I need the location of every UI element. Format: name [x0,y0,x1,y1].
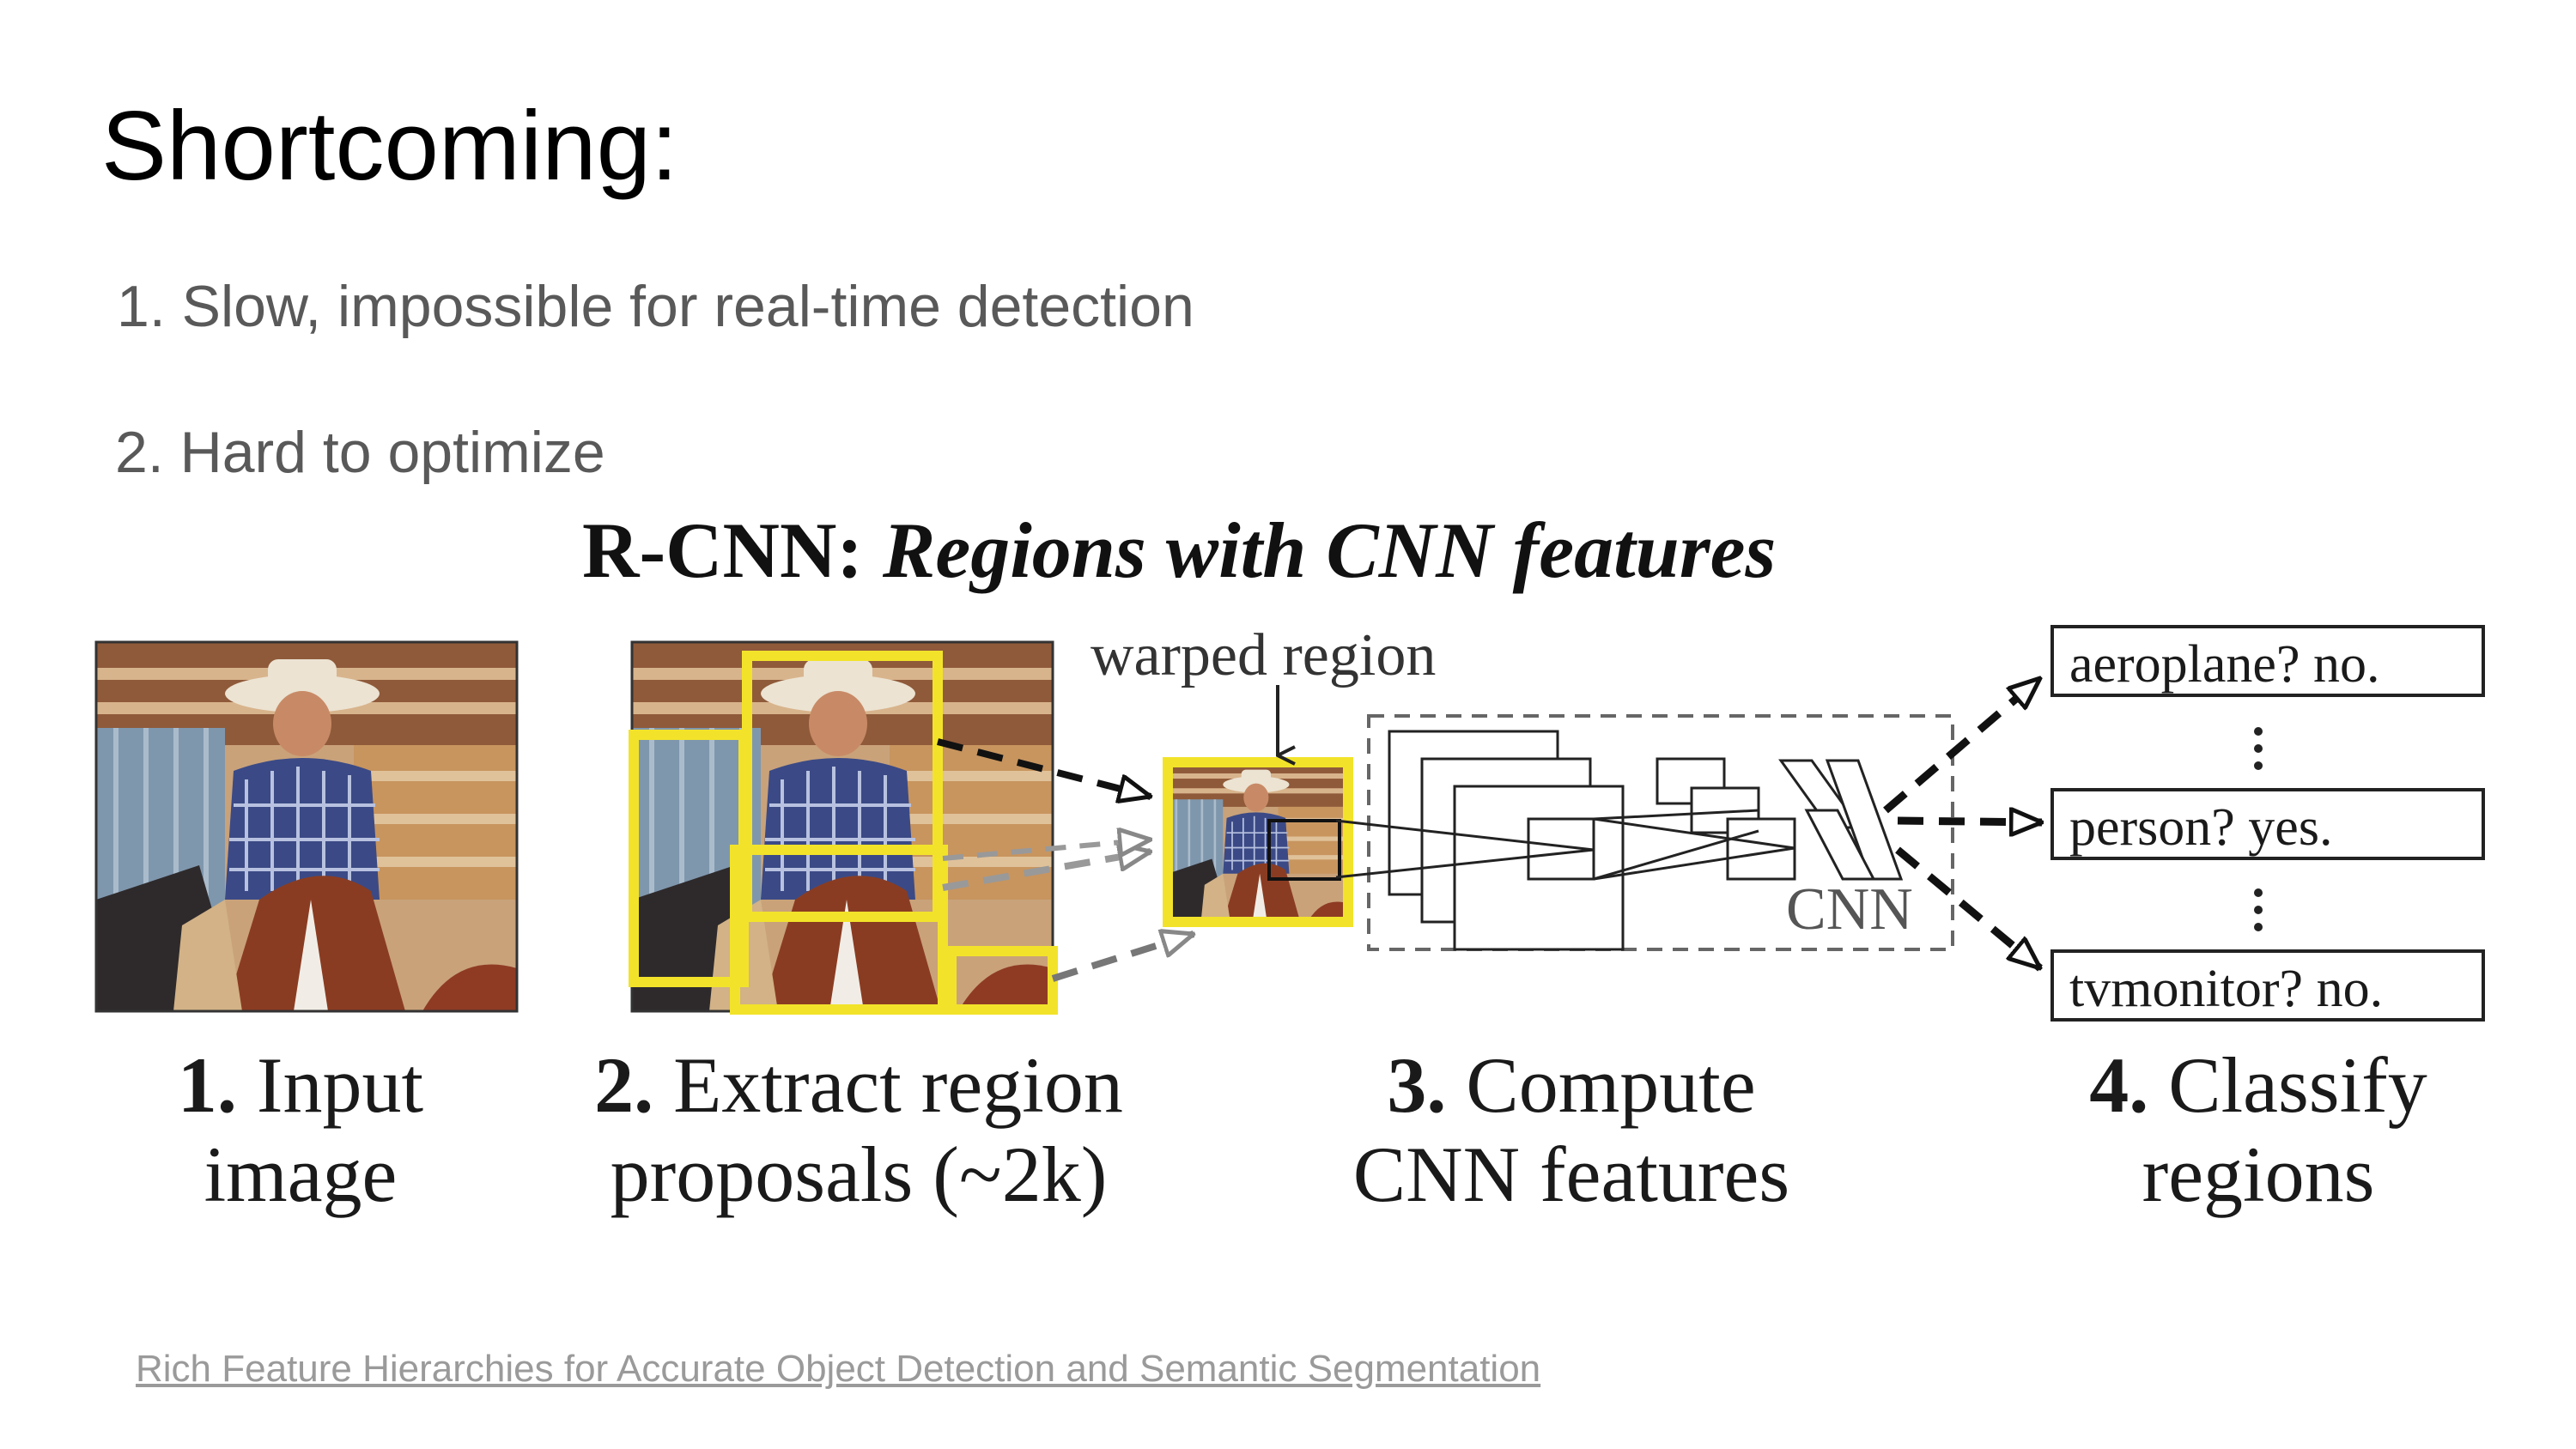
step-classify-regions: 4. Classify regions [2018,1040,2499,1219]
class-output-aeroplane: aeroplane? no. [2050,625,2485,697]
input-image [94,640,519,1013]
bullet-slow: 1. Slow, impossible for real-time detect… [117,274,1194,339]
bullet-hard-to-optimize: 2. Hard to optimize [115,420,605,485]
step-text: Input [236,1041,424,1129]
step-extract-proposals: 2. Extract region proposals (~2k) [532,1040,1185,1219]
cnn-layers [1335,730,1904,951]
step-text-line2: image [204,1131,398,1218]
step-text: Extract region [653,1041,1123,1129]
warped-region-image [1163,757,1353,927]
figure-title-main: R-CNN: [582,506,884,594]
step-text-line2: regions [2142,1131,2375,1218]
step-compute-features: 3. Compute CNN features [1297,1040,1846,1219]
warped-region-label: warped region [1091,622,1437,688]
class-output-person: person? yes. [2050,788,2485,860]
proposal-arrows [937,738,1194,982]
proposals-image [629,640,1058,1015]
slide-title: Shortcoming: [101,92,678,201]
ellipsis-dots [2254,727,2263,931]
figure-title: R-CNN: Regions with CNN features [582,505,1776,596]
step-number: 4. [2089,1041,2149,1129]
classification-arrows [1883,678,2042,968]
figure-title-italic: Regions with CNN features [883,506,1777,594]
step-number: 2. [594,1041,654,1129]
step-number: 1. [177,1041,237,1129]
cnn-label: CNN [1786,876,1913,943]
cnn-container [1367,714,1954,951]
reference-link[interactable]: Rich Feature Hierarchies for Accurate Ob… [136,1348,1541,1390]
step-input-image: 1. Input image [137,1040,464,1219]
step-text: Classify [2148,1041,2427,1129]
step-text: Compute [1446,1041,1756,1129]
step-text-line2: proposals (~2k) [610,1131,1108,1218]
class-output-tvmonitor: tvmonitor? no. [2050,949,2485,1022]
step-number: 3. [1387,1041,1447,1129]
step-text-line2: CNN features [1352,1131,1790,1218]
